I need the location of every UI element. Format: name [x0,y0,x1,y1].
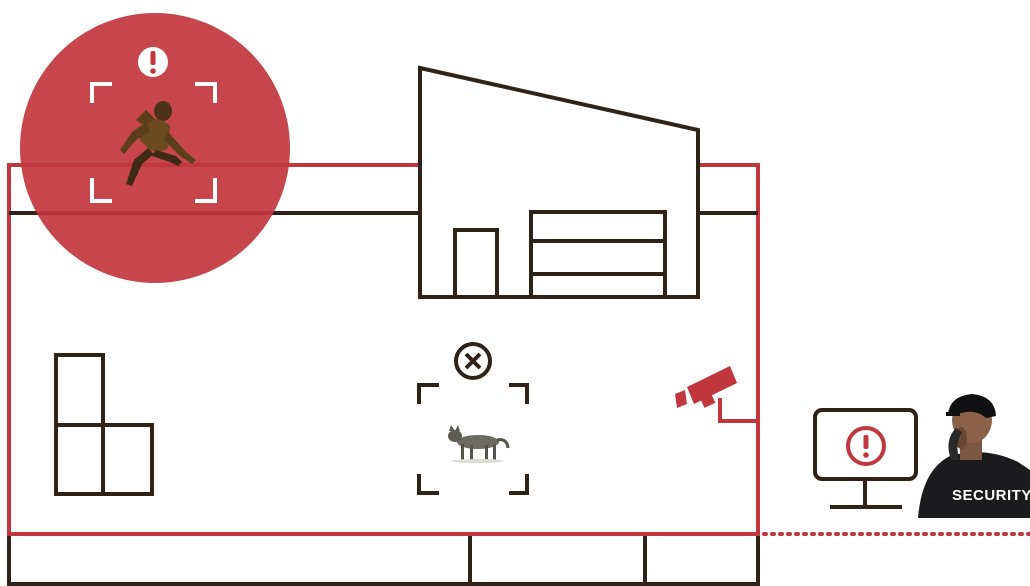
security-camera-icon [675,366,758,421]
building-base [9,534,758,586]
monitor-alert-icon [848,428,884,464]
security-guard: SECURITY [918,394,1030,518]
house-door [455,230,497,297]
cat-figure [448,425,508,463]
intruder-detection [20,13,290,283]
stacked-boxes [56,355,152,494]
garage-door [531,212,665,297]
monitor [815,410,916,507]
alert-exclamation-icon [138,47,168,77]
guard-jacket-text: SECURITY [952,487,1030,504]
cat-detection [419,344,527,493]
dismiss-x-icon [456,344,490,378]
